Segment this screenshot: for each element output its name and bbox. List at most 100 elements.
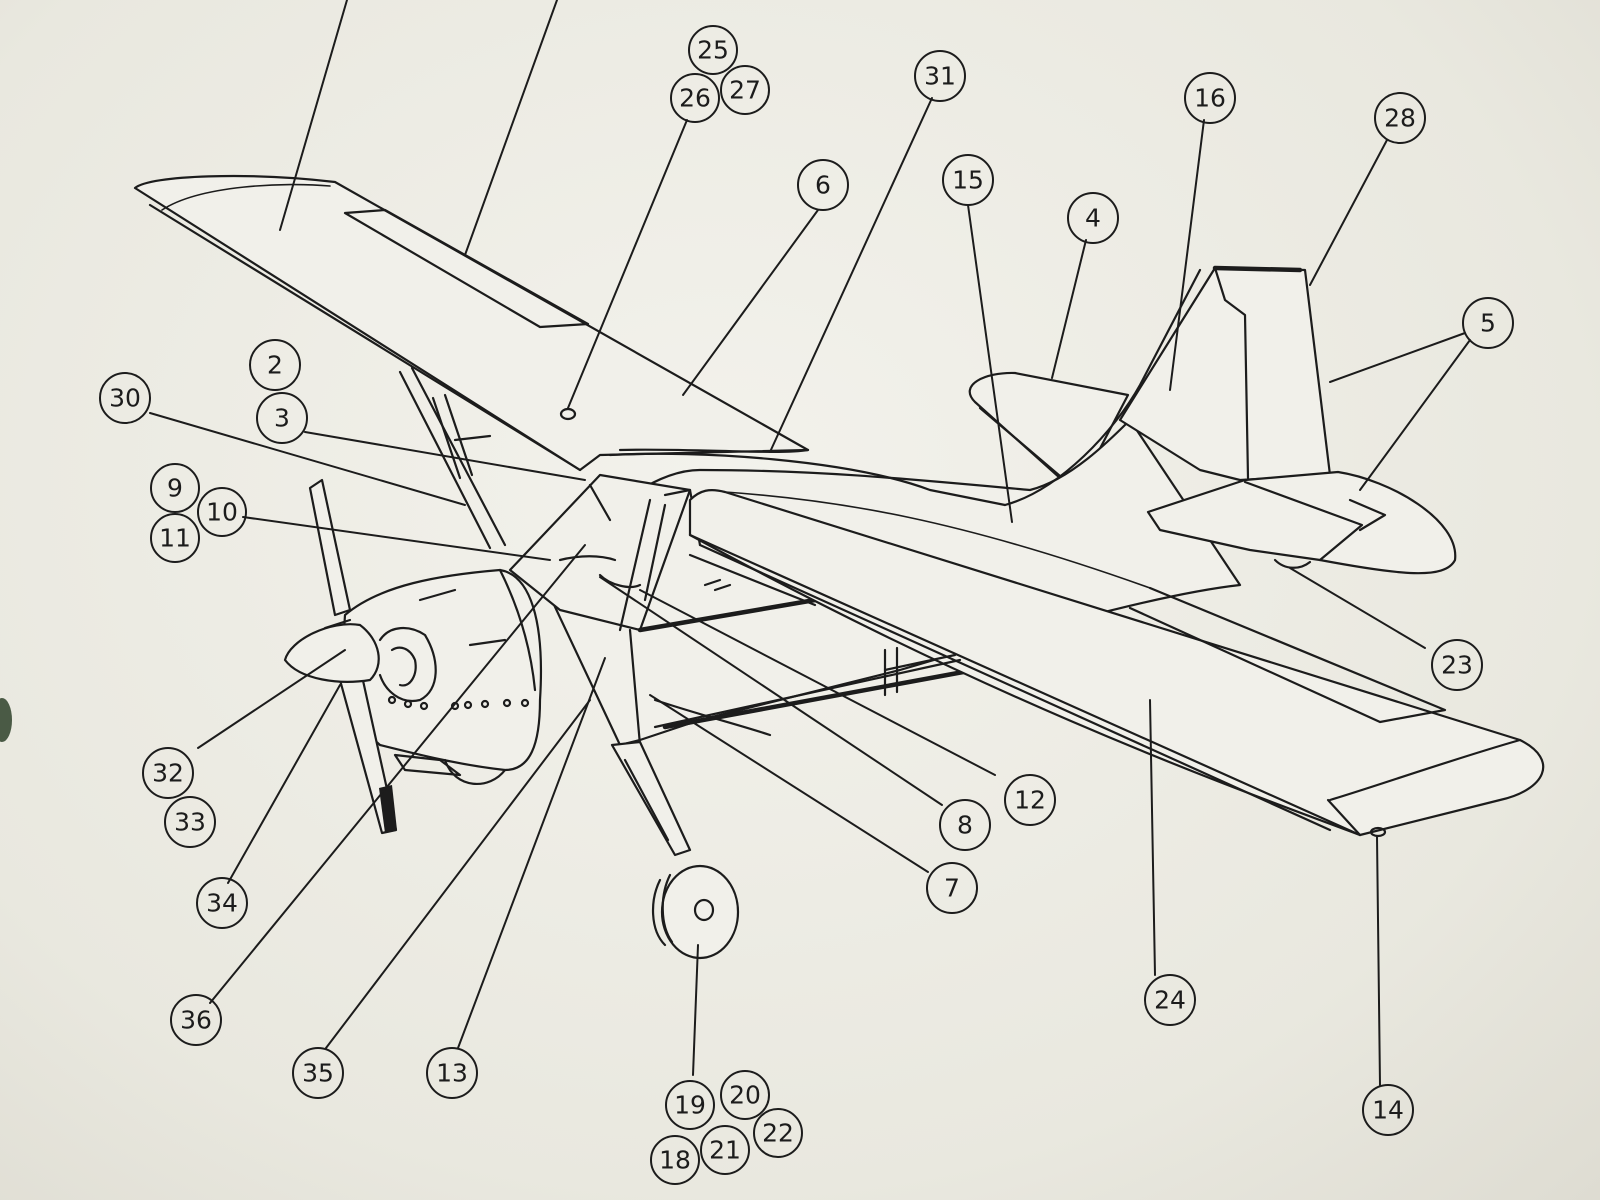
callouts: 25 26 27 31 16 28 6 15 4 5 2 3 30 9 10 1… bbox=[99, 25, 1514, 1185]
leader-lines bbox=[149, 0, 1471, 1086]
leader-c5-a bbox=[1329, 332, 1466, 383]
callout-label: 18 bbox=[659, 1146, 691, 1175]
callout-label: 26 bbox=[679, 84, 711, 113]
callout-9: 9 bbox=[150, 463, 200, 513]
leader-c35 bbox=[325, 699, 591, 1049]
callout-label: 20 bbox=[729, 1081, 761, 1110]
callout-label: 7 bbox=[944, 874, 960, 903]
callout-label: 2 bbox=[267, 351, 283, 380]
callout-label: 30 bbox=[109, 384, 141, 413]
leader-c23 bbox=[1289, 567, 1426, 649]
callout-31: 31 bbox=[914, 50, 966, 102]
callout-13: 13 bbox=[426, 1047, 478, 1099]
callout-21: 21 bbox=[700, 1125, 750, 1175]
leader-top-left-b bbox=[464, 0, 558, 256]
leader-c3 bbox=[304, 431, 586, 481]
callout-label: 8 bbox=[957, 811, 973, 840]
callout-27: 27 bbox=[720, 65, 770, 115]
callout-label: 9 bbox=[167, 474, 183, 503]
callout-2: 2 bbox=[249, 339, 301, 391]
leader-c14 bbox=[1376, 836, 1381, 1086]
leader-c12 bbox=[639, 589, 996, 776]
callout-label: 35 bbox=[302, 1059, 334, 1088]
callout-label: 21 bbox=[709, 1136, 741, 1165]
callout-4: 4 bbox=[1067, 192, 1119, 244]
callout-33: 33 bbox=[164, 796, 216, 848]
callout-35: 35 bbox=[292, 1047, 344, 1099]
callout-label: 34 bbox=[206, 889, 238, 918]
leader-c30 bbox=[149, 412, 466, 506]
callout-12: 12 bbox=[1004, 774, 1056, 826]
callout-label: 33 bbox=[174, 808, 206, 837]
leader-c31 bbox=[769, 97, 933, 453]
callout-label: 13 bbox=[436, 1059, 468, 1088]
binder-hole bbox=[0, 698, 12, 742]
leader-c8 bbox=[599, 576, 943, 806]
callout-label: 27 bbox=[729, 76, 761, 105]
callout-label: 10 bbox=[206, 498, 238, 527]
callout-label: 6 bbox=[815, 171, 831, 200]
callout-15: 15 bbox=[942, 154, 994, 206]
callout-label: 11 bbox=[159, 524, 191, 553]
callout-32: 32 bbox=[142, 747, 194, 799]
right-wing-struts bbox=[653, 646, 962, 729]
callout-label: 32 bbox=[152, 759, 184, 788]
callout-36: 36 bbox=[170, 994, 222, 1046]
callout-20: 20 bbox=[720, 1070, 770, 1120]
leader-c13 bbox=[457, 657, 606, 1049]
callout-label: 28 bbox=[1384, 104, 1416, 133]
leader-top-left-a bbox=[279, 0, 348, 231]
callout-label: 16 bbox=[1194, 84, 1226, 113]
callout-28: 28 bbox=[1374, 92, 1426, 144]
callout-label: 14 bbox=[1372, 1096, 1404, 1125]
leader-c5-b bbox=[1359, 339, 1471, 491]
callout-25: 25 bbox=[688, 25, 738, 75]
callout-16: 16 bbox=[1184, 72, 1236, 124]
right-wing bbox=[688, 489, 1545, 838]
callout-label: 22 bbox=[762, 1119, 794, 1148]
leader-c24 bbox=[1149, 699, 1156, 976]
callout-label: 19 bbox=[674, 1091, 706, 1120]
callout-label: 3 bbox=[274, 404, 290, 433]
callout-label: 36 bbox=[180, 1006, 212, 1035]
right-horizontal-stabilizer bbox=[1146, 470, 1457, 575]
callout-label: 24 bbox=[1154, 986, 1186, 1015]
leader-c32 bbox=[197, 649, 346, 749]
callout-26: 26 bbox=[670, 73, 720, 123]
vertical-tail bbox=[1118, 265, 1332, 482]
leader-c4 bbox=[1051, 239, 1087, 379]
leader-c26 bbox=[567, 119, 688, 409]
callout-3: 3 bbox=[256, 392, 308, 444]
aircraft-drawing bbox=[133, 174, 1545, 960]
callout-8: 8 bbox=[939, 799, 991, 851]
callout-label: 12 bbox=[1014, 786, 1046, 815]
leader-c10 bbox=[242, 516, 551, 561]
leader-c19 bbox=[692, 944, 699, 1076]
callout-18: 18 bbox=[650, 1135, 700, 1185]
leader-c16 bbox=[1169, 119, 1205, 391]
leader-c36 bbox=[209, 544, 586, 1004]
callout-10: 10 bbox=[197, 487, 247, 537]
callout-30: 30 bbox=[99, 372, 151, 424]
callout-label: 31 bbox=[924, 62, 956, 91]
callout-label: 4 bbox=[1085, 204, 1101, 233]
callout-24: 24 bbox=[1144, 974, 1196, 1026]
callout-label: 15 bbox=[952, 166, 984, 195]
callout-34: 34 bbox=[196, 877, 248, 929]
leader-c28 bbox=[1309, 139, 1388, 286]
leader-c6 bbox=[682, 209, 819, 396]
callout-22: 22 bbox=[753, 1108, 803, 1158]
callout-11: 11 bbox=[150, 513, 200, 563]
callout-6: 6 bbox=[797, 159, 849, 211]
leader-c34 bbox=[227, 684, 341, 884]
leader-c7 bbox=[649, 694, 929, 873]
callout-label: 25 bbox=[697, 36, 729, 65]
callout-5: 5 bbox=[1462, 297, 1514, 349]
main-landing-gear bbox=[610, 740, 740, 960]
cabin bbox=[508, 473, 818, 633]
left-wing-struts bbox=[398, 366, 507, 550]
callout-19: 19 bbox=[665, 1080, 715, 1130]
callout-14: 14 bbox=[1362, 1084, 1414, 1136]
